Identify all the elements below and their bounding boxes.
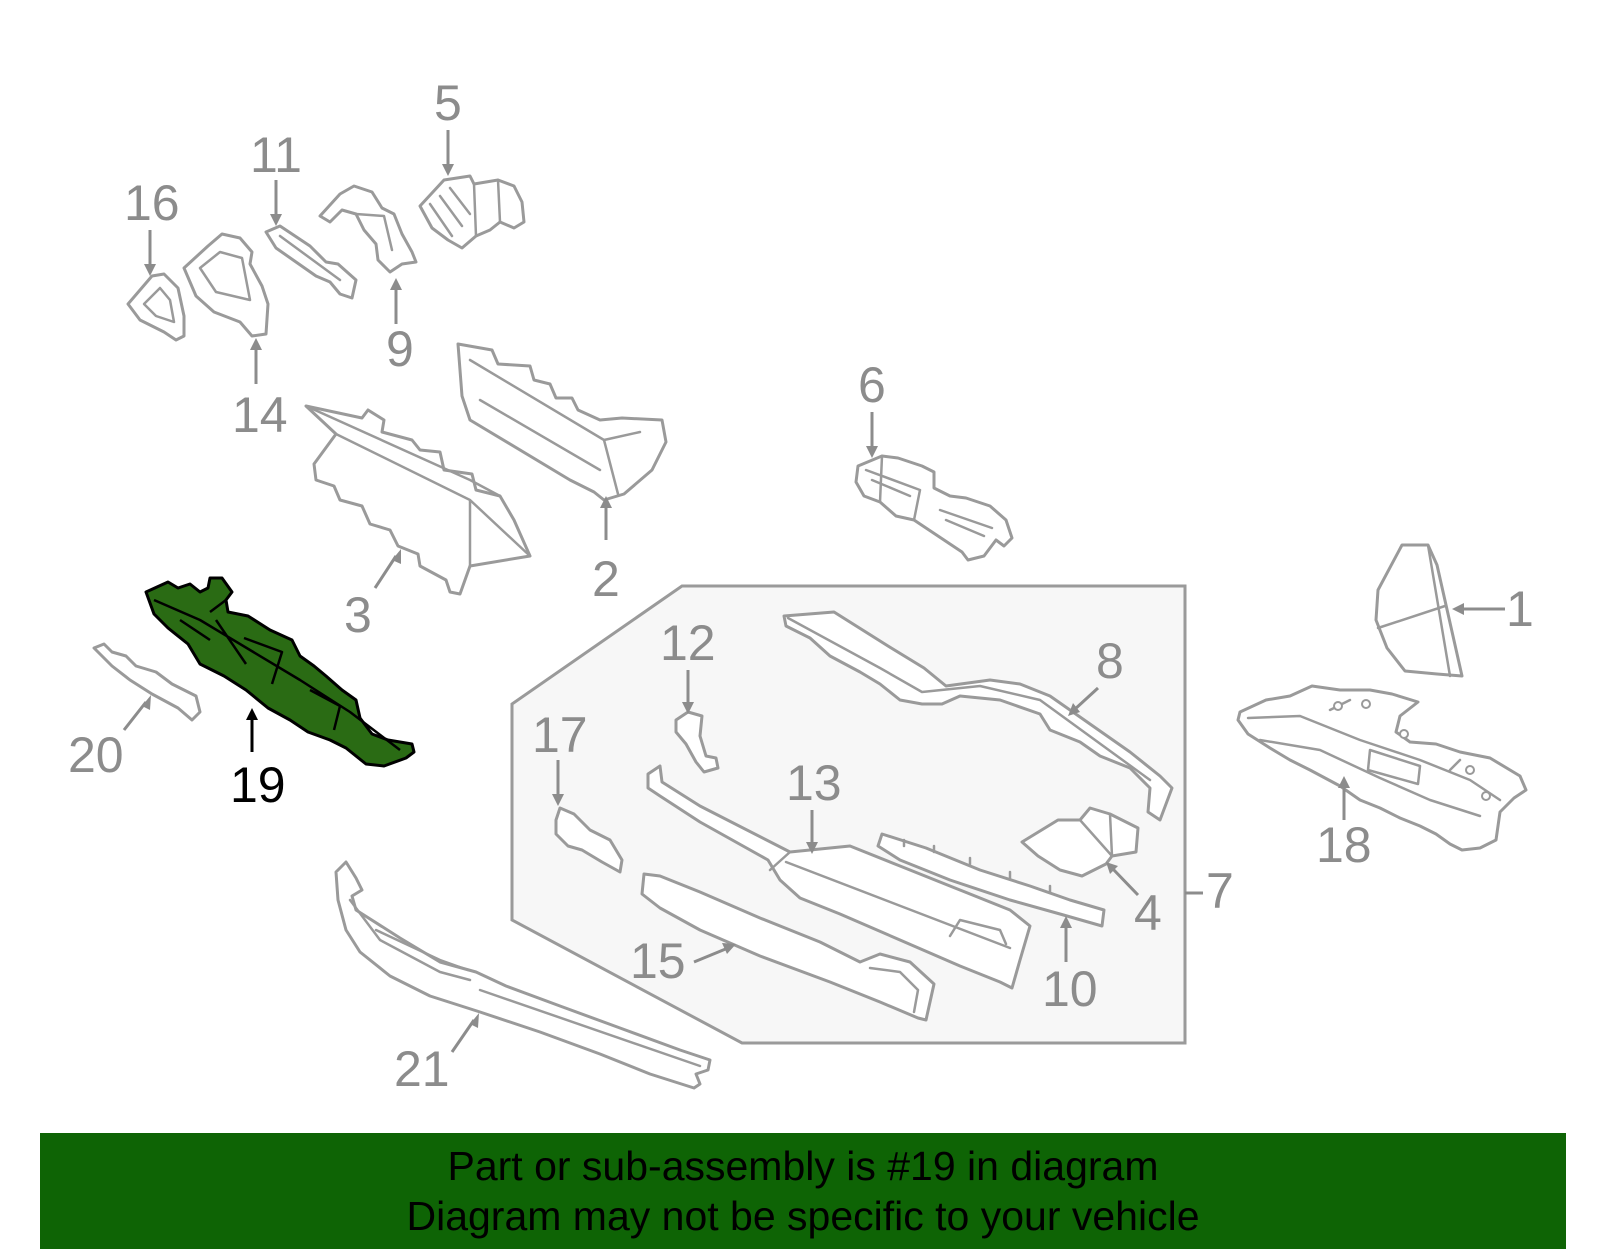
callout-14: 14	[232, 387, 288, 443]
arrowhead-19	[246, 708, 258, 720]
arrowhead-17	[552, 794, 564, 806]
part-9	[318, 184, 418, 274]
callout-2: 2	[592, 551, 620, 607]
part-6	[854, 454, 1014, 562]
arrowhead-2	[600, 496, 612, 508]
callout-7: 7	[1206, 863, 1234, 919]
callout-17: 17	[532, 707, 588, 763]
part-2	[456, 342, 668, 502]
callout-3: 3	[344, 587, 372, 643]
part-13	[646, 764, 1032, 990]
arrowhead-1	[1452, 603, 1464, 615]
callout-9: 9	[386, 321, 414, 377]
info-banner: Part or sub-assembly is #19 in diagram D…	[40, 1133, 1566, 1249]
arrowhead-18	[1338, 776, 1350, 788]
part-20	[92, 642, 202, 722]
arrow-21	[450, 1019, 476, 1053]
arrow-15	[693, 946, 729, 964]
callout-20: 20	[68, 727, 124, 783]
arrowhead-5	[442, 164, 454, 176]
arrow-8	[1072, 686, 1100, 712]
part-14	[182, 232, 270, 338]
callout-5: 5	[434, 75, 462, 131]
callout-18: 18	[1316, 817, 1372, 873]
arrowhead-13	[806, 842, 818, 854]
part-12	[674, 710, 720, 774]
banner-line-disclaimer: Diagram may not be specific to your vehi…	[406, 1193, 1200, 1239]
part-11	[264, 224, 358, 300]
part-5	[418, 174, 526, 250]
arrowhead-8	[1068, 703, 1080, 716]
banner-line-part: Part or sub-assembly is #19 in diagram	[447, 1143, 1159, 1189]
arrow-3	[373, 555, 398, 589]
part-15	[640, 872, 936, 1022]
arrow-20	[122, 701, 148, 731]
callout-12: 12	[660, 615, 716, 671]
arrowhead-10	[1060, 916, 1072, 928]
arrowhead-21	[470, 1013, 479, 1028]
callout-10: 10	[1042, 961, 1098, 1017]
arrowhead-16	[144, 264, 156, 276]
part-19-highlighted	[144, 576, 416, 768]
part-1	[1374, 543, 1464, 678]
callout-6: 6	[858, 357, 886, 413]
arrowhead-15	[722, 943, 736, 954]
callout-1: 1	[1506, 581, 1534, 637]
part-4	[1020, 806, 1140, 878]
callout-21: 21	[394, 1041, 450, 1097]
arrowhead-14	[250, 338, 262, 350]
part-16	[126, 272, 186, 342]
arrowhead-3	[392, 549, 401, 564]
arrowhead-12	[682, 702, 694, 714]
callout-13: 13	[786, 755, 842, 811]
callout-11: 11	[250, 127, 302, 183]
callout-19: 19	[230, 757, 286, 813]
arrowhead-6	[866, 446, 878, 458]
part-18	[1236, 684, 1528, 852]
arrowhead-20	[142, 695, 151, 710]
callout-15: 15	[630, 933, 686, 989]
arrowhead-9	[390, 278, 402, 290]
part-21	[334, 860, 712, 1090]
part-8	[782, 610, 1174, 822]
part-17	[554, 806, 624, 874]
part-3	[304, 404, 532, 596]
arrowhead-11	[270, 214, 282, 226]
arrow-4	[1110, 866, 1140, 897]
callout-4: 4	[1134, 885, 1162, 941]
callout-8: 8	[1096, 633, 1124, 689]
arrowhead-4	[1106, 862, 1118, 874]
part-10	[876, 832, 1106, 928]
callout-16: 16	[124, 175, 180, 231]
